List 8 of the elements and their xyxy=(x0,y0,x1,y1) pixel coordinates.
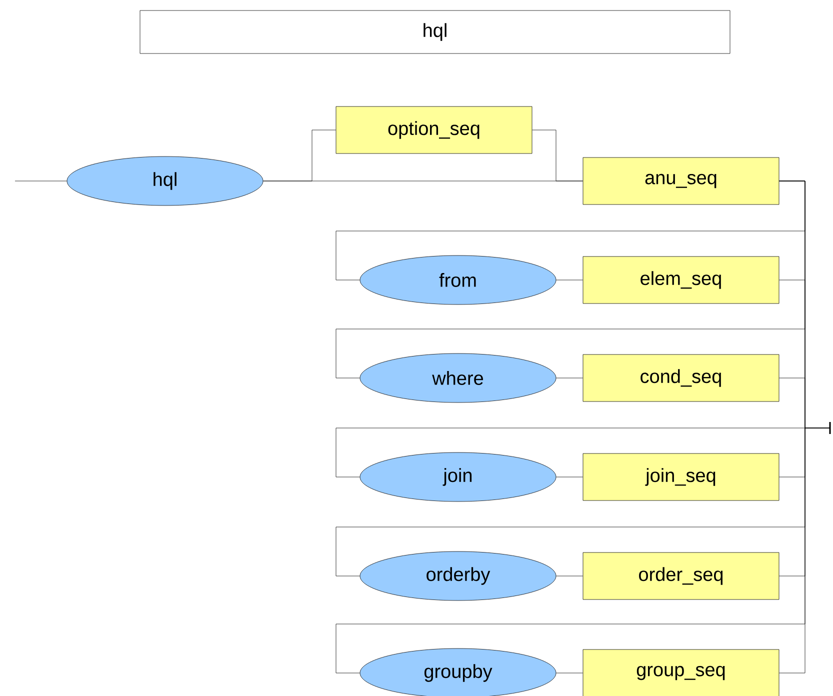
connector xyxy=(556,672,583,674)
rule-box: group_seq xyxy=(582,649,780,696)
connector xyxy=(14,180,67,182)
connector xyxy=(336,180,806,674)
connector xyxy=(779,428,830,674)
connector xyxy=(263,180,583,182)
connector xyxy=(556,476,583,478)
title-box: hql xyxy=(140,10,730,54)
